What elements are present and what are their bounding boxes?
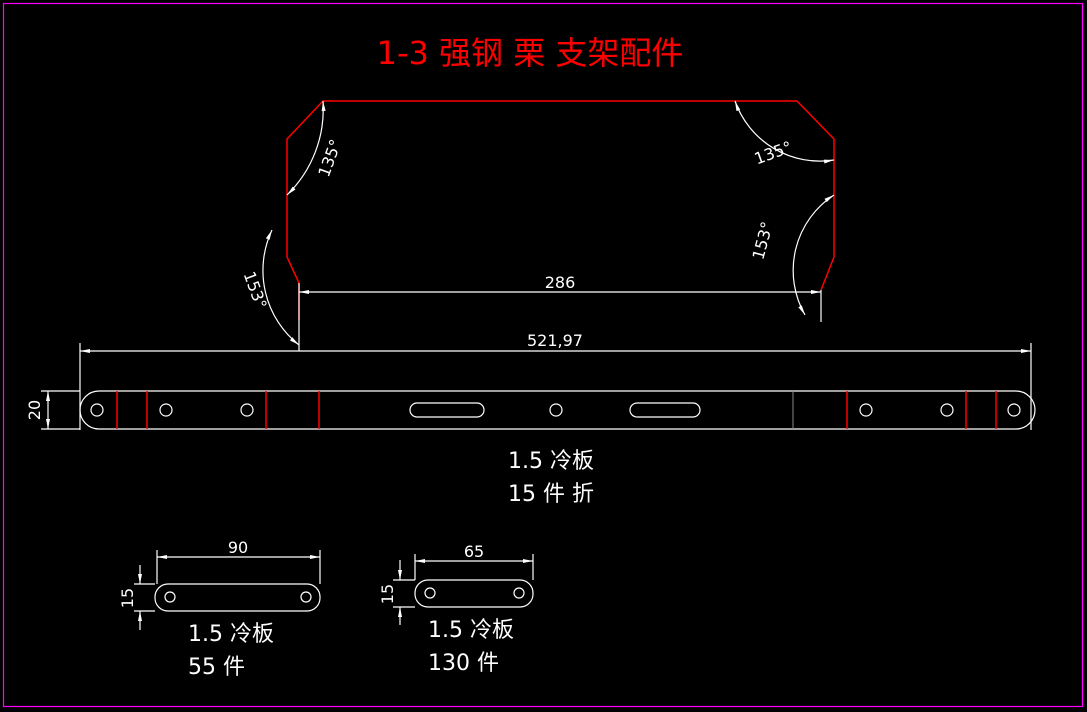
angle-label: 153° [749,220,777,262]
main-quantity: 15 件 折 [508,482,594,507]
part-b-material: 1.5 冷板 [428,618,514,643]
part-a: 90 15 [118,538,321,630]
angle-label: 153° [240,269,271,312]
angle-label: 135° [752,137,795,168]
dimension-height: 20 [25,400,44,420]
flat-strip: 20 [25,390,1036,430]
part-b: 65 15 [378,542,534,625]
part-a-quantity: 55 件 [188,655,245,680]
bend-profile: 135° 135° 153° 153° 286 [240,100,835,351]
dimension-286: 286 [545,273,576,292]
part-a-material: 1.5 冷板 [188,622,274,647]
dimension-overall: 521,97 [527,331,583,350]
angle-label: 135° [314,137,345,180]
main-material: 1.5 冷板 [508,449,594,474]
dimension-height: 15 [118,588,137,608]
dimension-length: 90 [228,538,248,557]
dimension-height: 15 [378,584,397,604]
drawing-title: 1-3 强钢 栗 支架配件 [377,34,684,72]
part-b-quantity: 130 件 [428,651,499,676]
dimension-length: 65 [464,542,484,561]
